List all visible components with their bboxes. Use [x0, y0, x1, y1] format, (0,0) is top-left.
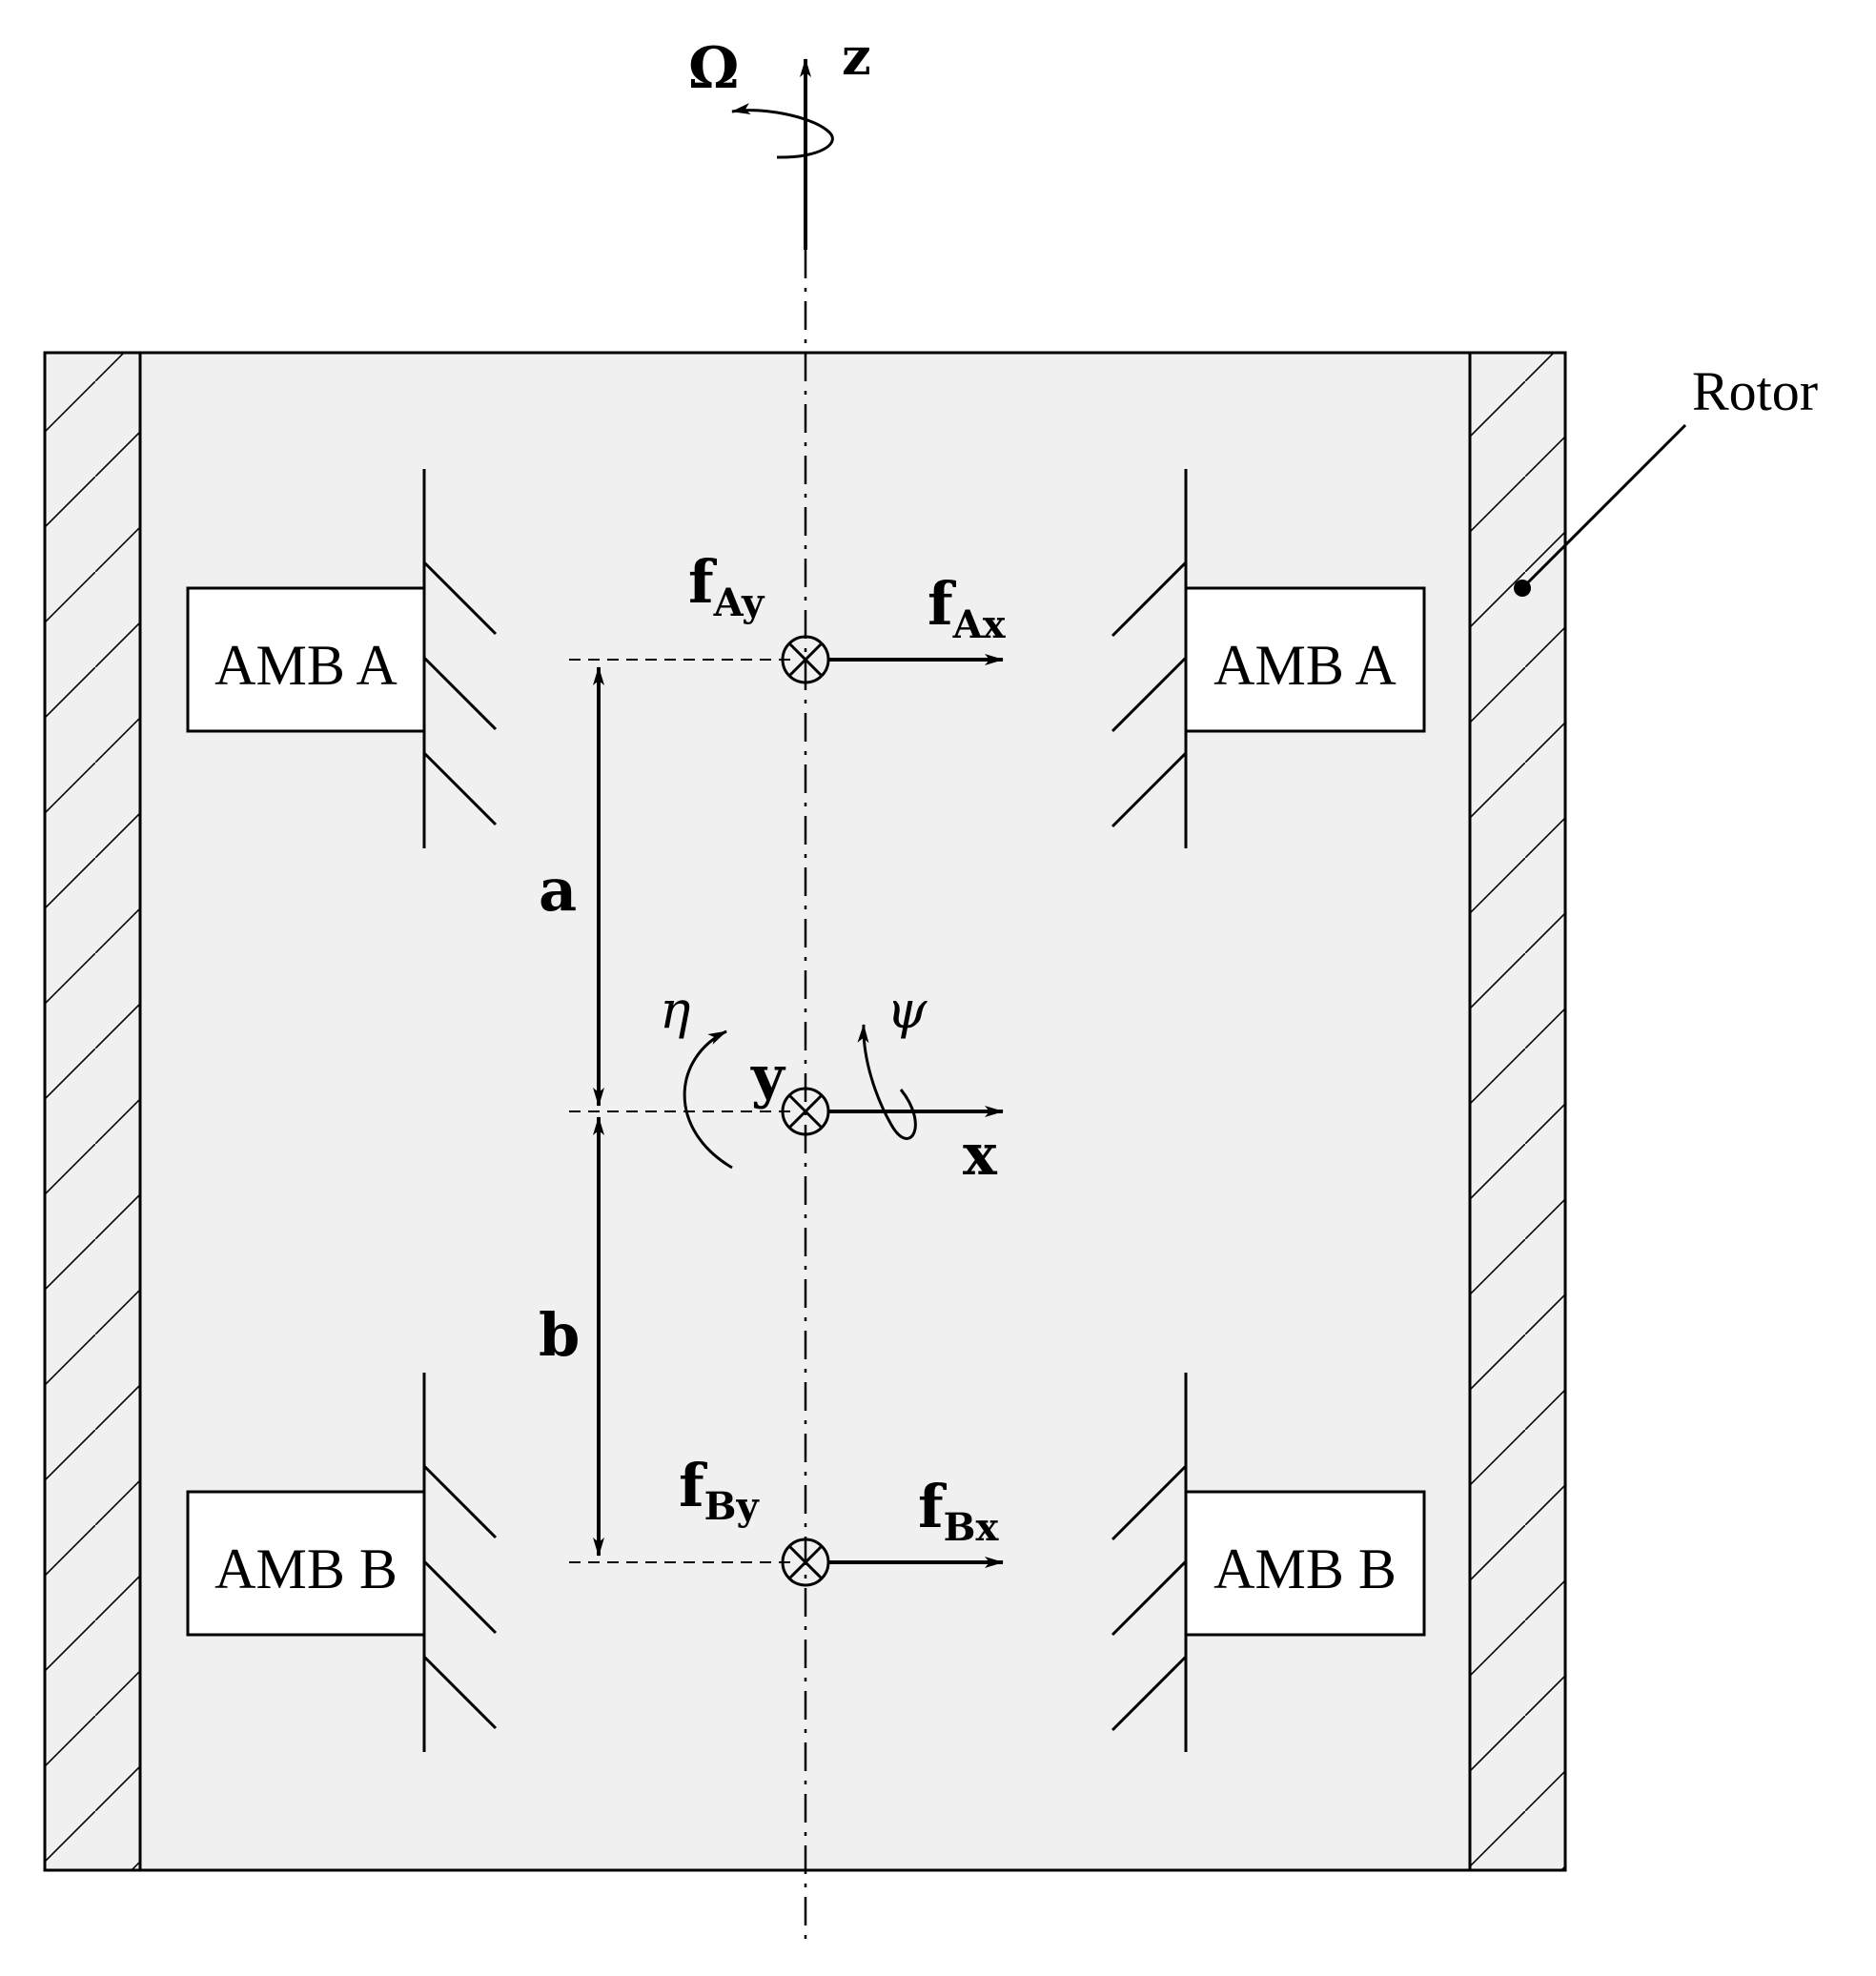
psi-rotation-arrow: [857, 1024, 917, 1140]
amb-a-right-box: [1184, 586, 1426, 733]
amb-a-left-box: [186, 586, 426, 733]
dimension-b-label: b: [539, 1300, 580, 1370]
dimension-a-label: a: [539, 855, 577, 925]
rotor-leader-dot: [1514, 580, 1531, 597]
eta-rotation-arrow: [683, 1029, 733, 1170]
rotor-wall-left: [43, 351, 142, 1872]
force-fax-label: fAx: [928, 569, 1007, 647]
force-fby-label: fBy: [679, 1451, 760, 1529]
amb-b-left-box: [186, 1490, 426, 1637]
amb-b-right-label: AMB B: [1213, 1538, 1397, 1600]
omega-label: Ω: [688, 35, 739, 102]
x-axis-label: x: [963, 1122, 998, 1189]
psi-label: ψ: [887, 980, 928, 1040]
y-axis-label: y: [750, 1044, 786, 1110]
rotor-label: Rotor: [1692, 360, 1818, 422]
eta-label: η: [660, 980, 690, 1040]
amb-b-left-label: AMB B: [214, 1538, 398, 1600]
z-axis-label: z: [842, 26, 871, 87]
amb-a-left-label: AMB A: [214, 634, 398, 697]
force-fay-label: fAy: [688, 547, 765, 625]
amb-b-right-box: [1184, 1490, 1426, 1637]
force-fbx-label: fBx: [918, 1472, 999, 1550]
omega-rotation-arrow: [731, 103, 834, 159]
rotor-wall-right: [1468, 351, 1567, 1872]
amb-a-right-label: AMB A: [1213, 634, 1397, 697]
rotor-leader-line: [1520, 423, 1687, 590]
